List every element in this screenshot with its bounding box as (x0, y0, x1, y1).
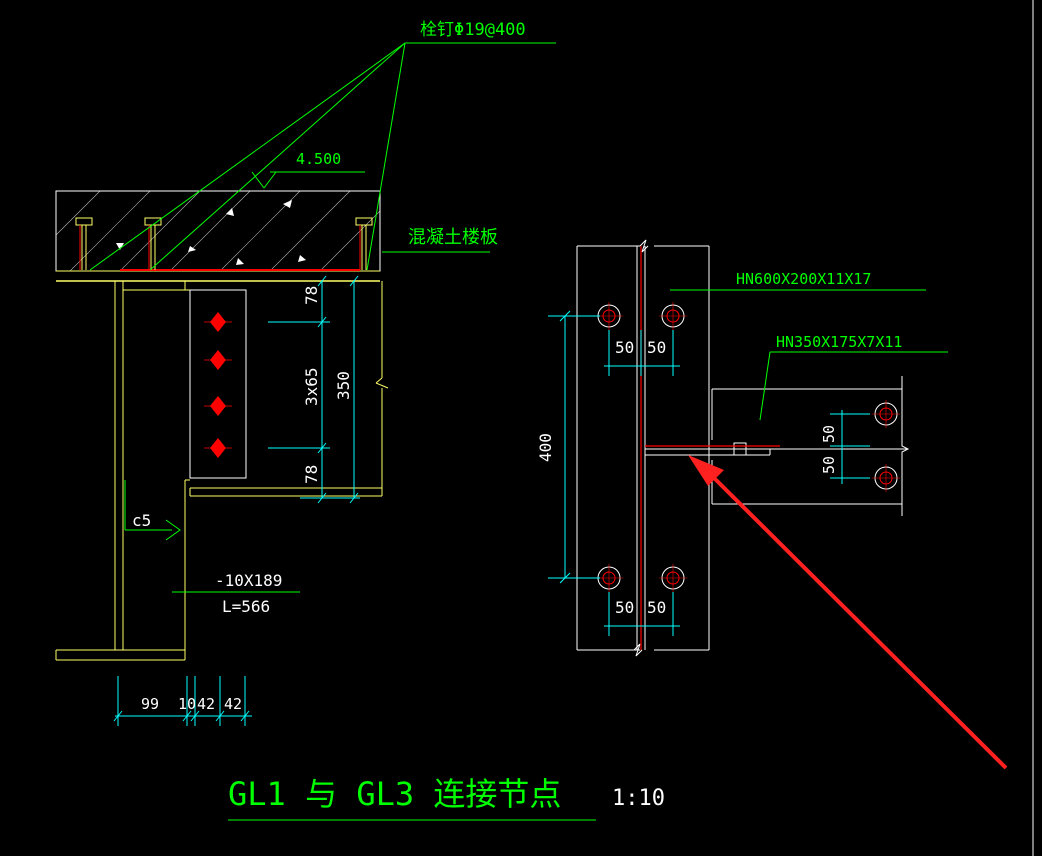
dim-50-tr: 50 (647, 338, 666, 357)
plate-size-label: -10X189 (215, 571, 282, 590)
elevation-label: 4.500 (296, 150, 341, 168)
main-beam-plan (576, 245, 710, 651)
bottom-dimensions (113, 676, 252, 726)
dim-42b: 42 (224, 695, 242, 713)
plan-dimensions (548, 310, 870, 636)
secondary-beam-section (189, 281, 389, 497)
vertical-dimensions (268, 275, 360, 504)
leader-lines (89, 42, 556, 593)
dim-50-bl: 50 (615, 598, 634, 617)
bolt-markers (210, 312, 226, 458)
left-section-view (55, 42, 556, 726)
stud-label: 栓钉Φ19@400 (420, 20, 526, 40)
plate-length-label: L=566 (222, 597, 270, 616)
shear-plate (189, 289, 247, 479)
annotation-arrow (688, 455, 1008, 770)
right-plan-view (548, 239, 948, 657)
drawing-title: GL1 与 GL3 连接节点 (228, 775, 561, 813)
slab-label: 混凝土楼板 (408, 227, 498, 248)
dim-350: 350 (334, 371, 353, 400)
dim-400: 400 (536, 433, 555, 462)
dim-50-tl: 50 (615, 338, 634, 357)
plan-bolts (595, 302, 900, 592)
dim-3x65: 3x65 (302, 367, 321, 406)
dim-50-r2: 50 (820, 456, 838, 474)
slab-aggregate (116, 200, 306, 265)
plan-leaders (670, 289, 948, 421)
weld-label: c5 (132, 511, 151, 530)
drawing-scale: 1:10 (612, 786, 665, 811)
dim-10: 10 (178, 695, 196, 713)
dim-78-top: 78 (302, 286, 321, 305)
beam-sec-label: HN350X175X7X11 (776, 333, 902, 351)
main-beam-section (55, 281, 190, 661)
dim-99: 99 (141, 695, 159, 713)
beam-main-label: HN600X200X11X17 (736, 270, 871, 288)
dim-78-bottom: 78 (302, 465, 321, 484)
dim-50-r1: 50 (820, 425, 838, 443)
dim-42a: 42 (197, 695, 215, 713)
shear-studs (75, 217, 373, 270)
dim-50-br: 50 (647, 598, 666, 617)
